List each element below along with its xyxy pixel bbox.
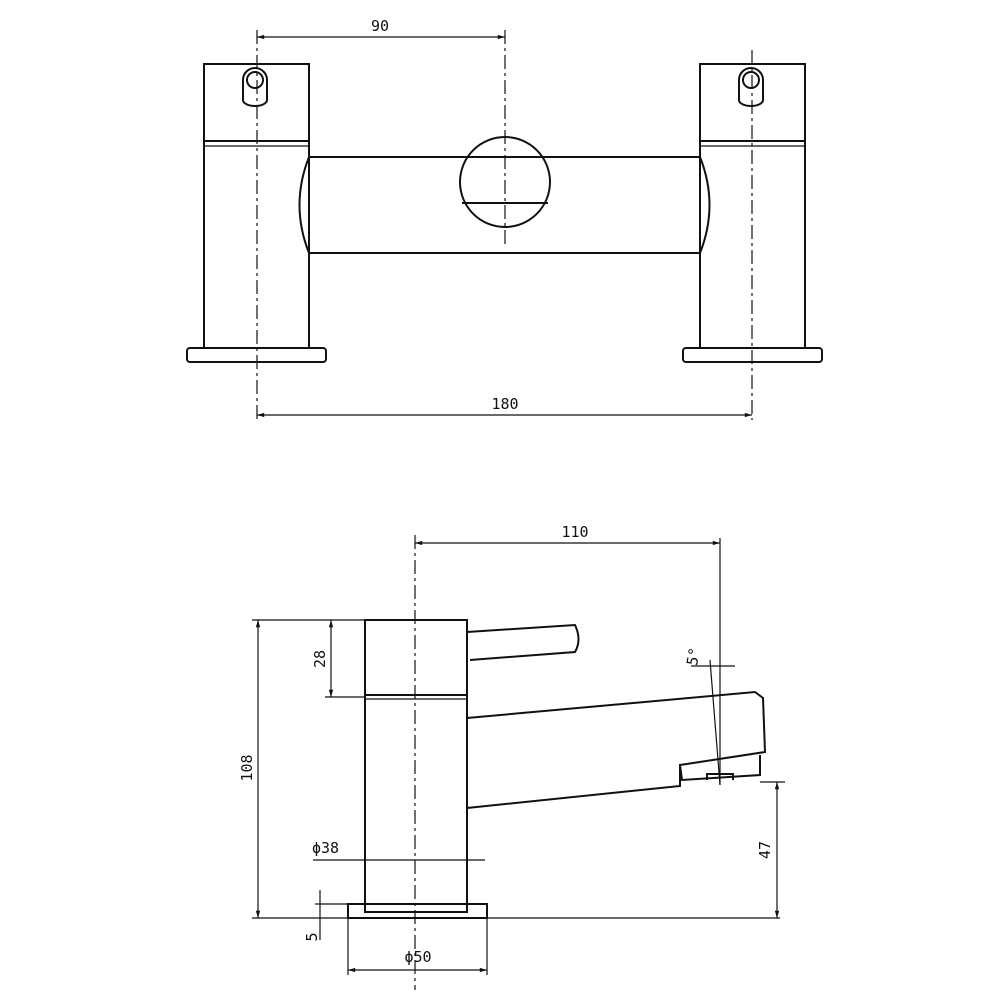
side-view: 5° 110 108 28 ϕ38 5 ϕ50 47 xyxy=(238,523,785,990)
dim-180: 180 xyxy=(491,395,518,413)
dim-108: 108 xyxy=(238,754,256,781)
dim-90: 90 xyxy=(371,17,389,35)
dim-5-degrees: 5° xyxy=(683,646,704,667)
dim-28: 28 xyxy=(311,650,329,668)
dim-diameter-50: ϕ50 xyxy=(404,948,431,966)
dim-5: 5 xyxy=(303,932,321,941)
dim-47: 47 xyxy=(756,841,774,859)
front-view: 90 180 xyxy=(186,17,823,420)
lever xyxy=(466,623,580,661)
spout xyxy=(466,690,767,809)
dim-110: 110 xyxy=(561,523,588,541)
dim-diameter-38: ϕ38 xyxy=(312,839,339,857)
